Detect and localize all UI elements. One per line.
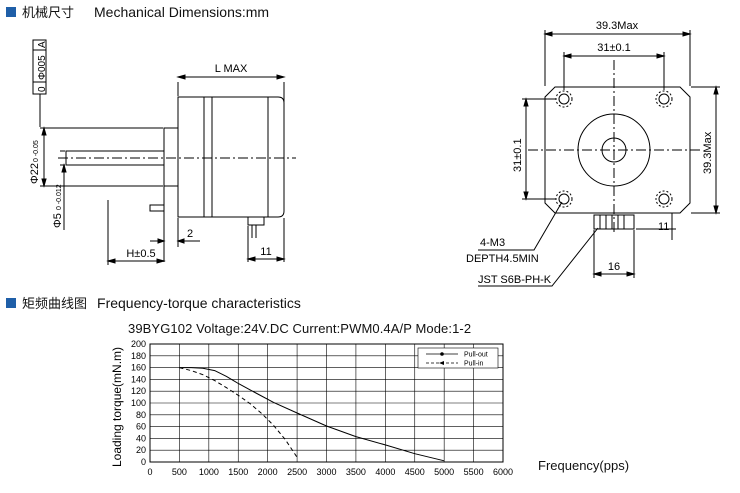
legend-label: Pull-out <box>464 352 488 359</box>
section-title-en: Frequency-torque characteristics <box>97 294 301 311</box>
series-line-pull-out <box>179 367 445 462</box>
x-axis-label: Frequency(pps) <box>538 458 630 473</box>
legend-marker-dot <box>440 352 444 356</box>
y-tick-label: 200 <box>131 339 146 349</box>
dia22-tolerance: 0 -0.05 <box>33 140 40 162</box>
legend-label: Pull-in <box>464 361 484 368</box>
tol-frame-value: Φ005 <box>37 55 48 80</box>
section-bullet-icon <box>6 6 16 17</box>
front-dim-11-label: 11 <box>658 221 669 233</box>
legend-box <box>417 347 499 369</box>
x-tick-label: 500 <box>172 467 187 477</box>
side-dim-11-label: 11 <box>260 246 271 258</box>
section-bullet-icon <box>6 297 16 308</box>
y-tick-label: 180 <box>131 351 146 361</box>
x-tick-label: 4500 <box>405 467 425 477</box>
dia5-tolerance: 0 -0.012 <box>56 184 63 210</box>
y-axis-label: Loading torque(mN.m) <box>110 347 124 467</box>
x-tick-label: 3000 <box>316 467 336 477</box>
hole-spacing-h-label: 31±0.1 <box>597 42 631 54</box>
series-line-pull-in <box>179 367 298 458</box>
x-tick-label: 5000 <box>434 467 454 477</box>
y-tick-label: 20 <box>136 445 146 455</box>
section-title-cn: 矩频曲线图 <box>22 297 88 312</box>
tol-frame-a: A <box>37 41 48 48</box>
x-tick-label: 6000 <box>493 467 513 477</box>
dia5-label: Φ5 <box>52 213 64 228</box>
y-tick-label: 120 <box>131 386 146 396</box>
y-tick-label: 80 <box>136 410 146 420</box>
mount-holes-label: 4-M3 <box>480 237 505 249</box>
x-tick-label: 3500 <box>346 467 366 477</box>
section-title-cn: 机械尺寸 <box>22 6 75 21</box>
x-tick-label: 2500 <box>287 467 307 477</box>
h-dim-label: H±0.5 <box>126 248 155 260</box>
motor-body <box>177 96 285 218</box>
height-max-label: 39.3Max <box>702 131 714 174</box>
x-tick-label: 0 <box>147 467 152 477</box>
l-max-label: L MAX <box>215 63 248 75</box>
dim-2-label: 2 <box>187 228 193 240</box>
y-tick-label: 100 <box>131 398 146 408</box>
depth-label: DEPTH4.5MIN <box>466 253 539 265</box>
section-title-en: Mechanical Dimensions:mm <box>94 3 270 20</box>
tol-frame-zero: 0 <box>37 86 48 92</box>
y-tick-label: 160 <box>131 363 146 373</box>
shaft-boss <box>163 127 179 187</box>
dia22-label: Φ22 <box>29 163 41 184</box>
mechanical-drawing: L MAX A Φ005 0 Φ22 0 -0.05 Φ5 0 -0.012 H… <box>29 20 720 287</box>
plot-area <box>149 343 504 463</box>
legend-marker-arrow <box>439 361 444 365</box>
x-tick-label: 1000 <box>199 467 219 477</box>
x-tick-label: 2000 <box>258 467 278 477</box>
y-tick-label: 140 <box>131 374 146 384</box>
y-tick-label: 40 <box>136 433 146 443</box>
section-mechanical-title: 机械尺寸 Mechanical Dimensions:mm <box>6 2 269 21</box>
y-tick-label: 60 <box>136 422 146 432</box>
x-tick-label: 4000 <box>375 467 395 477</box>
section-frequency-title: 矩频曲线图 Frequency-torque characteristics <box>6 293 301 312</box>
chart-subtitle: 39BYG102 Voltage:24V.DC Current:PWM0.4A/… <box>128 321 472 336</box>
motor-flange <box>544 86 691 214</box>
dim-16-label: 16 <box>608 261 620 273</box>
x-tick-label: 5500 <box>464 467 484 477</box>
x-tick-label: 1500 <box>228 467 248 477</box>
width-max-label: 39.3Max <box>596 20 639 32</box>
hole-spacing-v-label: 31±0.1 <box>512 138 524 172</box>
y-tick-label: 0 <box>141 457 146 467</box>
connector-label: JST S6B-PH-K <box>478 274 552 286</box>
